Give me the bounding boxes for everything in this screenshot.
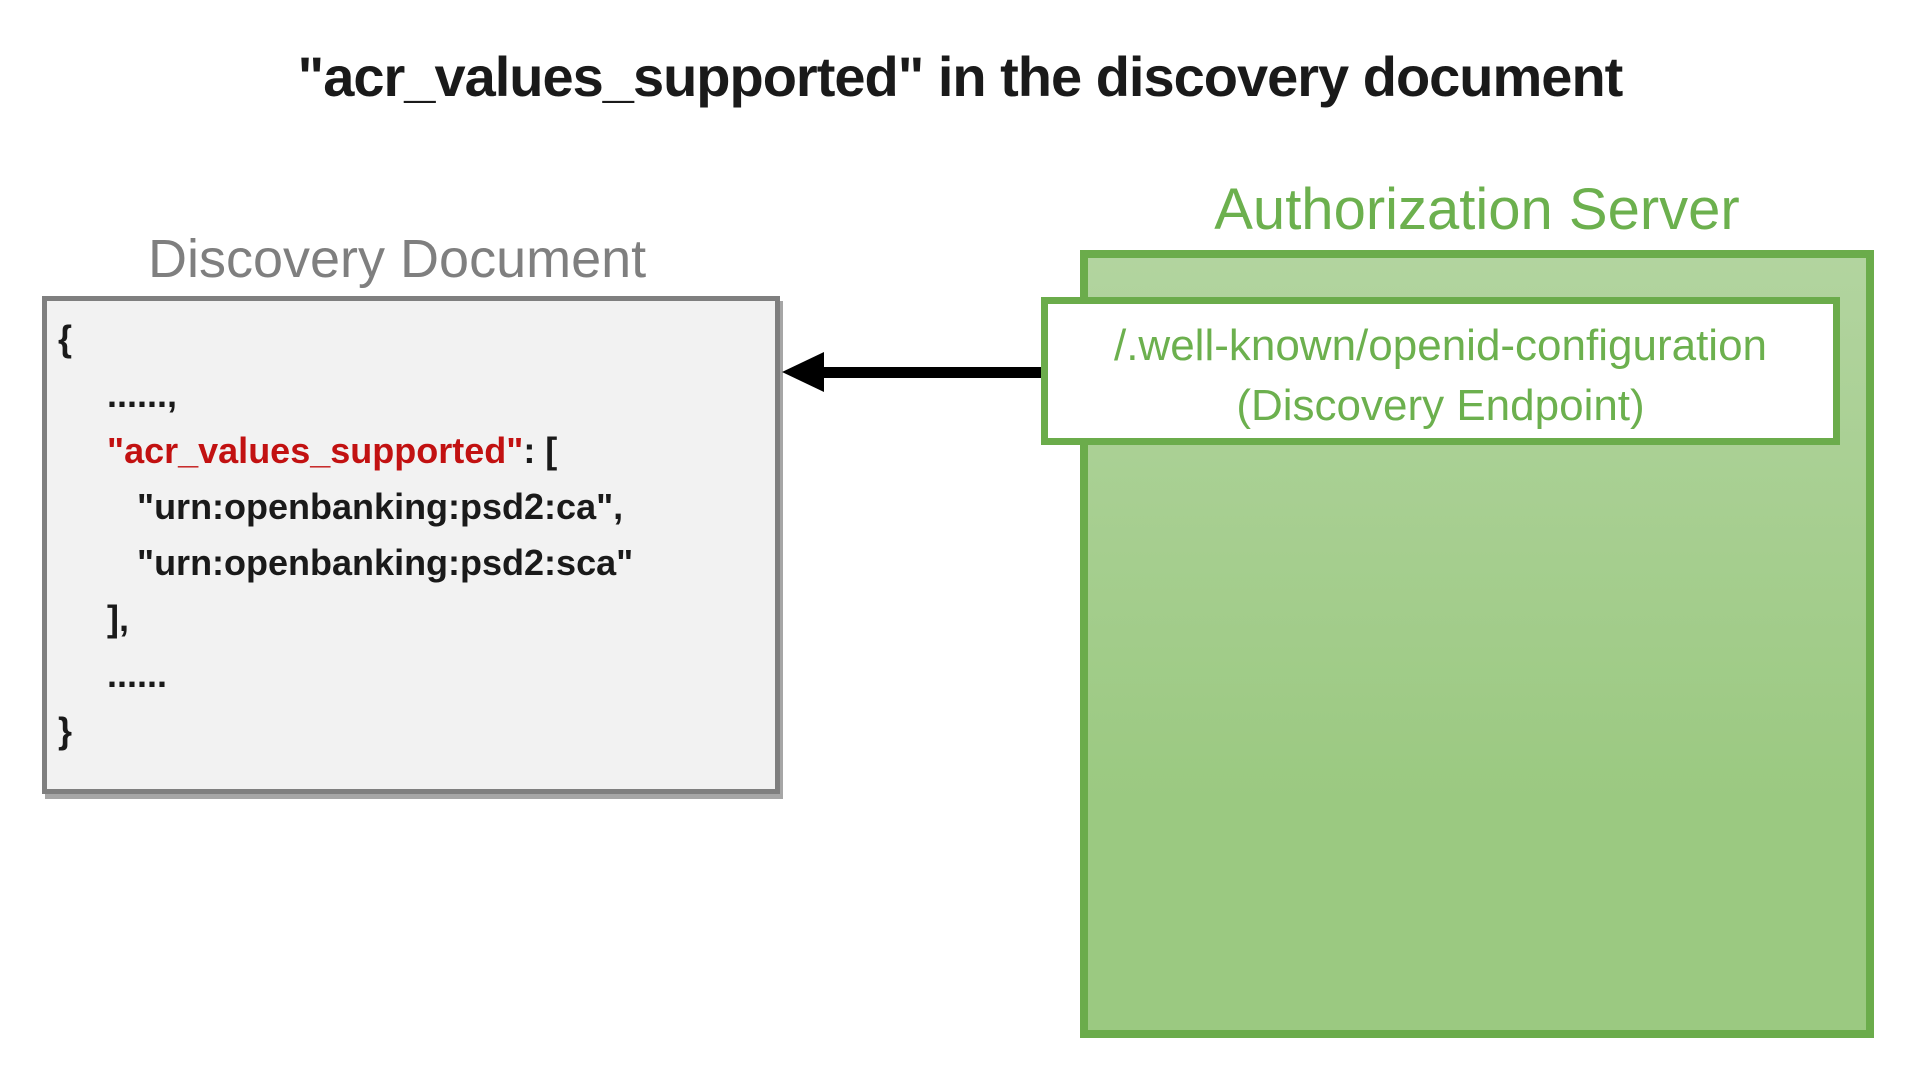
code-segment: } — [58, 710, 73, 751]
code-line-ellipsis-bottom: ...... — [107, 647, 633, 703]
code-line-close-brace: } — [58, 703, 633, 759]
arrow-left-head-icon — [782, 352, 824, 392]
code-segment: "urn:openbanking:psd2:sca" — [137, 542, 634, 583]
code-line-acr-values-supported: "acr_values_supported": [ — [107, 423, 633, 479]
code-segment: ], — [107, 598, 129, 639]
code-line-close-bracket: ], — [107, 591, 633, 647]
code-segment: ......, — [107, 374, 178, 415]
code-segment: "urn:openbanking:psd2:ca", — [137, 486, 624, 527]
code-segment: ...... — [107, 654, 168, 695]
page-title: "acr_values_supported" in the discovery … — [297, 45, 1624, 108]
discovery-document-heading: Discovery Document — [148, 229, 647, 289]
code-line-open-brace: { — [58, 311, 633, 367]
endpoint-caption-text: (Discovery Endpoint) — [1236, 381, 1645, 430]
code-segment-highlighted: "acr_values_supported" — [107, 430, 524, 471]
discovery-endpoint-box: /.well-known/openid-configuration (Disco… — [1041, 297, 1840, 445]
discovery-json-code: { ......, "acr_values_supported": [ "urn… — [58, 311, 633, 759]
code-line-urn-ca: "urn:openbanking:psd2:ca", — [137, 479, 633, 535]
code-segment: : [ — [523, 430, 558, 471]
authorization-server-heading: Authorization Server — [1214, 177, 1740, 242]
code-segment: { — [58, 318, 73, 359]
code-line-ellipsis-top: ......, — [107, 367, 633, 423]
code-line-urn-sca: "urn:openbanking:psd2:sca" — [137, 535, 633, 591]
arrow-shaft — [820, 367, 1041, 378]
endpoint-url-text: /.well-known/openid-configuration — [1113, 321, 1768, 370]
discovery-document-box — [42, 296, 780, 794]
